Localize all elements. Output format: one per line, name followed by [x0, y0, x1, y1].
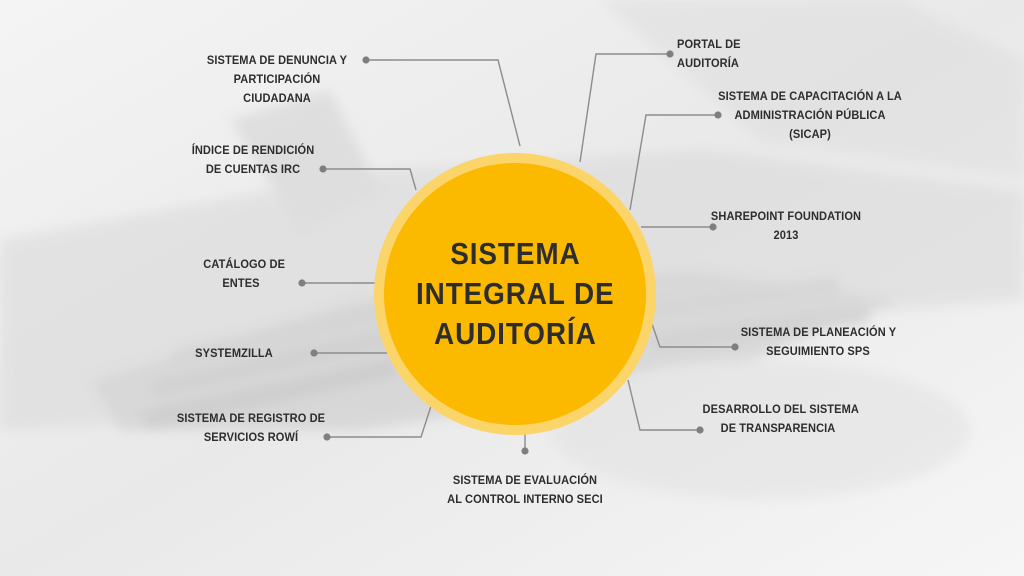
node-sps: SISTEMA DE PLANEACIÓN Y SEGUIMIENTO SPS	[741, 323, 896, 361]
central-title-line: INTEGRAL DE	[415, 276, 615, 311]
connector-dot	[323, 433, 331, 441]
node-portal: PORTAL DE AUDITORÍA	[677, 35, 751, 73]
node-label-line: AUDITORÍA	[677, 56, 739, 70]
node-label-line: DE CUENTAS IRC	[205, 162, 301, 176]
connector-dot	[709, 223, 717, 231]
node-label-line: ADMINISTRACIÓN PÚBLICA	[734, 108, 886, 122]
node-label-line: SERVICIOS ROWÍ	[203, 430, 299, 444]
node-label-line: 2013	[773, 228, 799, 242]
connector-dot	[666, 50, 674, 58]
node-label-line: PORTAL DE	[677, 37, 741, 51]
node-label-line: AL CONTROL INTERNO SECI	[447, 492, 603, 506]
node-systemzilla: SYSTEMZILLA	[190, 344, 278, 363]
node-label-line: ÍNDICE DE RENDICIÓN	[191, 143, 315, 157]
node-label-line: SEGUIMIENTO SPS	[766, 344, 870, 358]
node-label-line: SISTEMA DE REGISTRO DE	[176, 411, 326, 425]
node-catalogo: CATÁLOGO DE ENTES	[203, 255, 286, 293]
connector-portal	[579, 53, 670, 163]
node-label-line: SISTEMA DE CAPACITACIÓN A LA	[718, 89, 902, 103]
node-label-line: SISTEMA DE PLANEACIÓN Y	[740, 325, 897, 339]
central-hub: SISTEMA INTEGRAL DE AUDITORÍA	[374, 153, 656, 435]
node-label-line: SISTEMA DE DENUNCIA Y	[206, 53, 348, 67]
node-label-line: ENTES	[222, 276, 260, 290]
node-label-line: DE TRANSPARENCIA	[720, 421, 836, 435]
connector-irc	[323, 168, 417, 191]
connector-dot	[731, 343, 739, 351]
central-title-line: SISTEMA	[449, 236, 581, 271]
node-sicap: SISTEMA DE CAPACITACIÓN A LA ADMINISTRAC…	[718, 87, 902, 144]
node-transparencia: DESARROLLO DEL SISTEMA DE TRANSPARENCIA	[702, 400, 859, 438]
node-rowi: SISTEMA DE REGISTRO DE SERVICIOS ROWÍ	[175, 409, 328, 447]
central-hub-circle: SISTEMA INTEGRAL DE AUDITORÍA	[384, 163, 646, 425]
node-label-line: (SICAP)	[789, 127, 831, 141]
node-sharepoint: SHAREPOINT FOUNDATION 2013	[711, 207, 862, 245]
connector-dot	[319, 165, 327, 173]
node-label-line: PARTICIPACIÓN	[233, 72, 321, 86]
node-seci: SISTEMA DE EVALUACIÓN AL CONTROL INTERNO…	[436, 471, 614, 509]
connector-dot	[310, 349, 318, 357]
node-label-line: CATÁLOGO DE	[203, 257, 286, 271]
connector-dot	[714, 111, 722, 119]
node-label-line: DESARROLLO DEL SISTEMA	[702, 402, 859, 416]
central-title-line: AUDITORÍA	[433, 316, 597, 351]
node-denuncia: SISTEMA DE DENUNCIA Y PARTICIPACIÓN CIUD…	[202, 51, 351, 108]
node-label-line: SISTEMA DE EVALUACIÓN	[452, 473, 598, 487]
connector-dot	[696, 426, 704, 434]
connector-sps	[651, 323, 735, 348]
node-irc: ÍNDICE DE RENDICIÓN DE CUENTAS IRC	[191, 141, 314, 179]
connector-transparencia	[627, 379, 700, 431]
connector-denuncia	[366, 59, 521, 147]
node-label-line: SHAREPOINT FOUNDATION	[710, 209, 862, 223]
connector-rowi	[327, 402, 433, 438]
connector-dot	[362, 56, 370, 64]
connector-dot	[521, 447, 529, 455]
node-label-line: CIUDADANA	[243, 91, 311, 105]
connector-sicap	[629, 114, 718, 211]
connector-dot	[298, 279, 306, 287]
node-label-line: SYSTEMZILLA	[195, 346, 273, 360]
